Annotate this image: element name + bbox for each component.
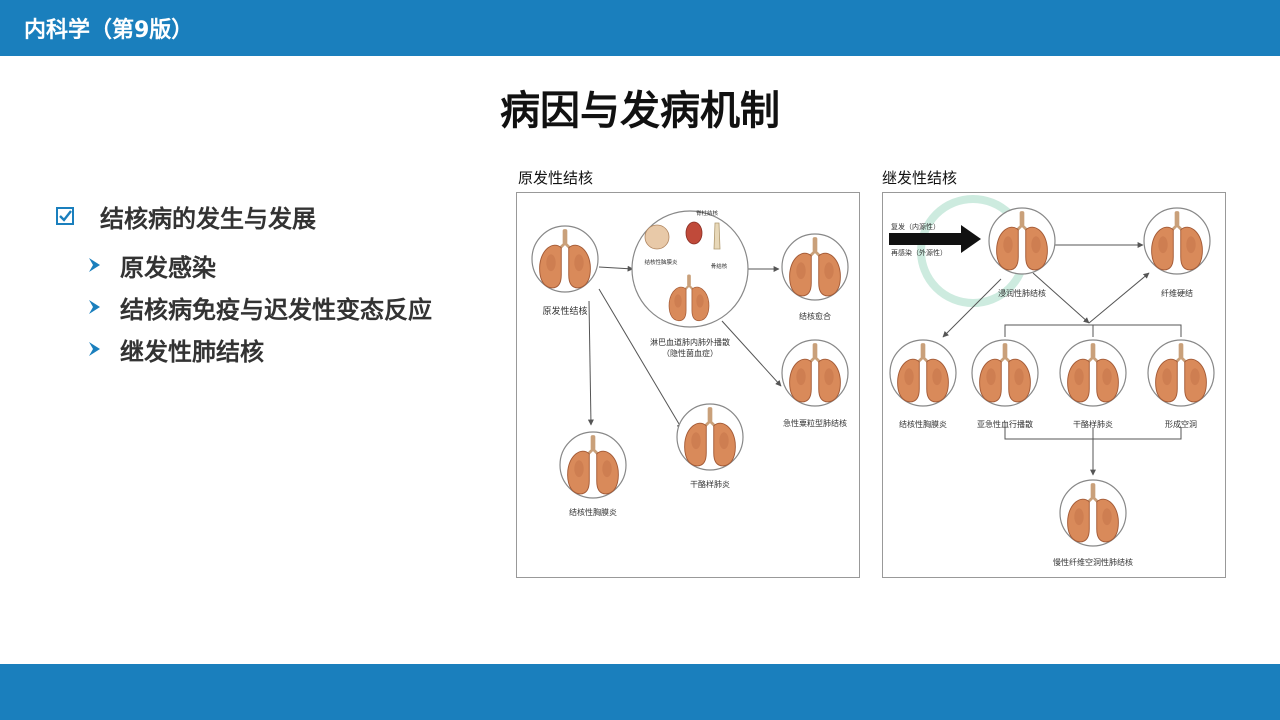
infiltrative-label: 浸润性肺结核 (998, 288, 1046, 298)
arrow-infiltrative-to-branch (1032, 272, 1090, 324)
primary-label: 原发性结核 (542, 305, 587, 317)
pleurisy-label: 结核性胸膜炎 (569, 507, 617, 517)
main-bullet-label: 结核病的发生与发展 (100, 204, 316, 233)
caseous-label: 干酪样肺炎 (690, 479, 730, 489)
spread-sub-label: （隐性菌血症） (662, 348, 718, 358)
sub-bullet-1: 原发感染 (86, 244, 432, 286)
arrow-branch-to-fibrosis (1088, 272, 1150, 324)
slide-title: 病因与发病机制 (500, 88, 780, 134)
spine-label: 脊柱结核 (696, 209, 719, 217)
main-bullet: 结核病的发生与发展 (56, 196, 432, 236)
bullet-list: 结核病的发生与发展 原发感染 结核病免疫与迟发性变态反应 继发性肺结核 (56, 196, 432, 370)
pleurisy-label: 结核性胸膜炎 (899, 419, 947, 429)
sub-bullet-label: 原发感染 (120, 253, 216, 282)
caseous-label: 干酪样肺炎 (1073, 419, 1113, 429)
primary-tb-panel: 原发性结核 脊柱结核 结核性脑膜炎 骨结核 淋巴血道肺内肺外播散 （隐性菌血症）… (516, 192, 860, 578)
arrow-bullet-icon (89, 342, 100, 356)
arrow-primary-to-caseous (598, 288, 683, 430)
arrow-bullet-icon (89, 300, 100, 314)
miliary-label: 急性粟粒型肺结核 (783, 418, 847, 428)
course-title: 内科学（第9版） (24, 18, 194, 43)
bone-label: 骨结核 (711, 262, 728, 270)
meningitis-label: 结核性脑膜炎 (644, 258, 678, 266)
header-bar: 内科学（第9版） (0, 0, 1280, 56)
spine-icon (713, 222, 721, 250)
sub-bullet-2: 结核病免疫与迟发性变态反应 (86, 286, 432, 328)
reinfection-label: 再感染（外源性） (891, 248, 947, 257)
subacute-label: 亚急性血行播散 (977, 419, 1033, 429)
sub-bullet-3: 继发性肺结核 (86, 328, 432, 370)
spread-label: 淋巴血道肺内肺外播散 (650, 337, 730, 347)
arrow-bullet-icon (89, 258, 100, 272)
fibrosis-label: 纤维硬结 (1161, 288, 1193, 298)
healed-label: 结核愈合 (799, 311, 831, 321)
big-arrow-icon (889, 225, 981, 253)
arrow-infiltrative-to-pleurisy (942, 278, 1002, 338)
primary-panel-title: 原发性结核 (518, 169, 594, 187)
footer-bar (0, 664, 1280, 720)
secondary-panel-title: 继发性结核 (882, 169, 958, 187)
arrow-spread-to-miliary (721, 320, 782, 387)
brain-icon (644, 224, 670, 250)
primary-tb-diagram: 原发性结核 脊柱结核 结核性脑膜炎 骨结核 淋巴血道肺内肺外播散 （隐性菌血症）… (531, 209, 849, 517)
chronic-label: 慢性纤维空洞性肺结核 (1053, 557, 1133, 567)
sub-bullet-label: 结核病免疫与迟发性变态反应 (120, 295, 432, 324)
sub-bullet-label: 继发性肺结核 (120, 337, 264, 366)
recurrence-label: 复发（内源性） (891, 222, 940, 231)
secondary-tb-panel: 复发（内源性） 再感染（外源性） 浸润性肺结核 纤维硬结 结核性胸膜炎 亚急性血… (882, 192, 1226, 578)
arrow-primary-to-spread (598, 265, 634, 272)
secondary-tb-diagram: 复发（内源性） 再感染（外源性） 浸润性肺结核 纤维硬结 结核性胸膜炎 亚急性血… (889, 195, 1215, 567)
checkbox-icon (56, 207, 74, 225)
cavity-label: 形成空洞 (1165, 419, 1197, 429)
kidney-icon (685, 221, 703, 245)
arrow-primary-to-pleurisy (587, 300, 594, 426)
